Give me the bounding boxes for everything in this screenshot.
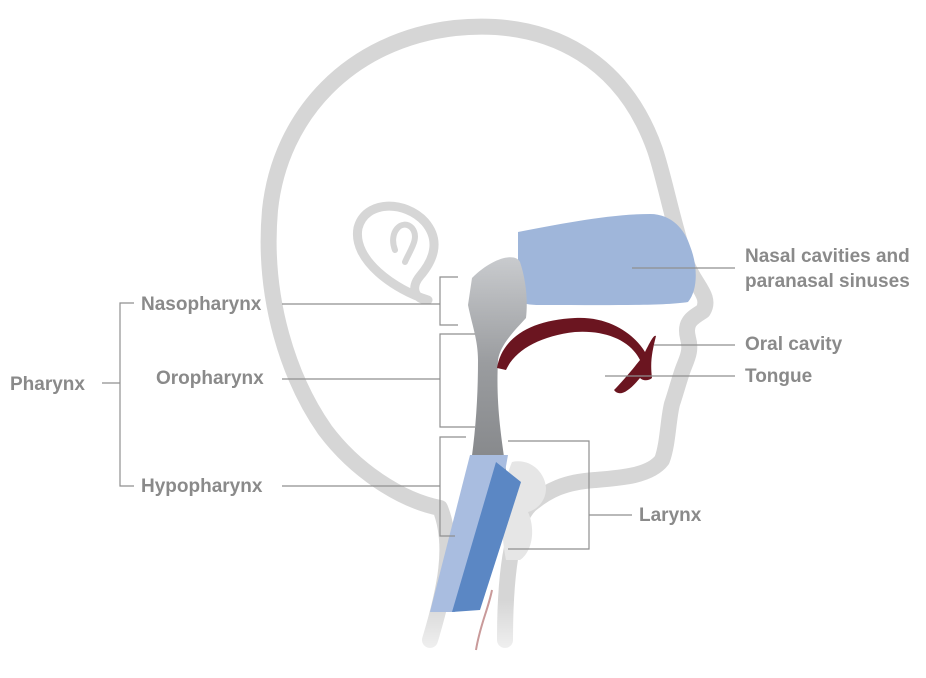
label-nasopharynx: Nasopharynx <box>141 294 262 315</box>
label-larynx: Larynx <box>639 505 702 526</box>
label-oropharynx: Oropharynx <box>156 368 264 389</box>
pharynx-tube <box>468 257 527 470</box>
pharynx-bracket <box>102 303 134 486</box>
label-hypopharynx: Hypopharynx <box>141 476 263 497</box>
label-nasal-line2: paranasal sinuses <box>745 271 910 292</box>
label-oral-cavity: Oral cavity <box>745 334 843 355</box>
oral-cavity-shape <box>497 318 656 393</box>
nasal-cavity-shape <box>518 214 696 305</box>
label-nasal-line1: Nasal cavities and <box>745 246 910 267</box>
label-pharynx: Pharynx <box>10 374 85 395</box>
ear <box>357 206 434 300</box>
neck-fade <box>400 600 560 678</box>
label-tongue: Tongue <box>745 366 812 387</box>
